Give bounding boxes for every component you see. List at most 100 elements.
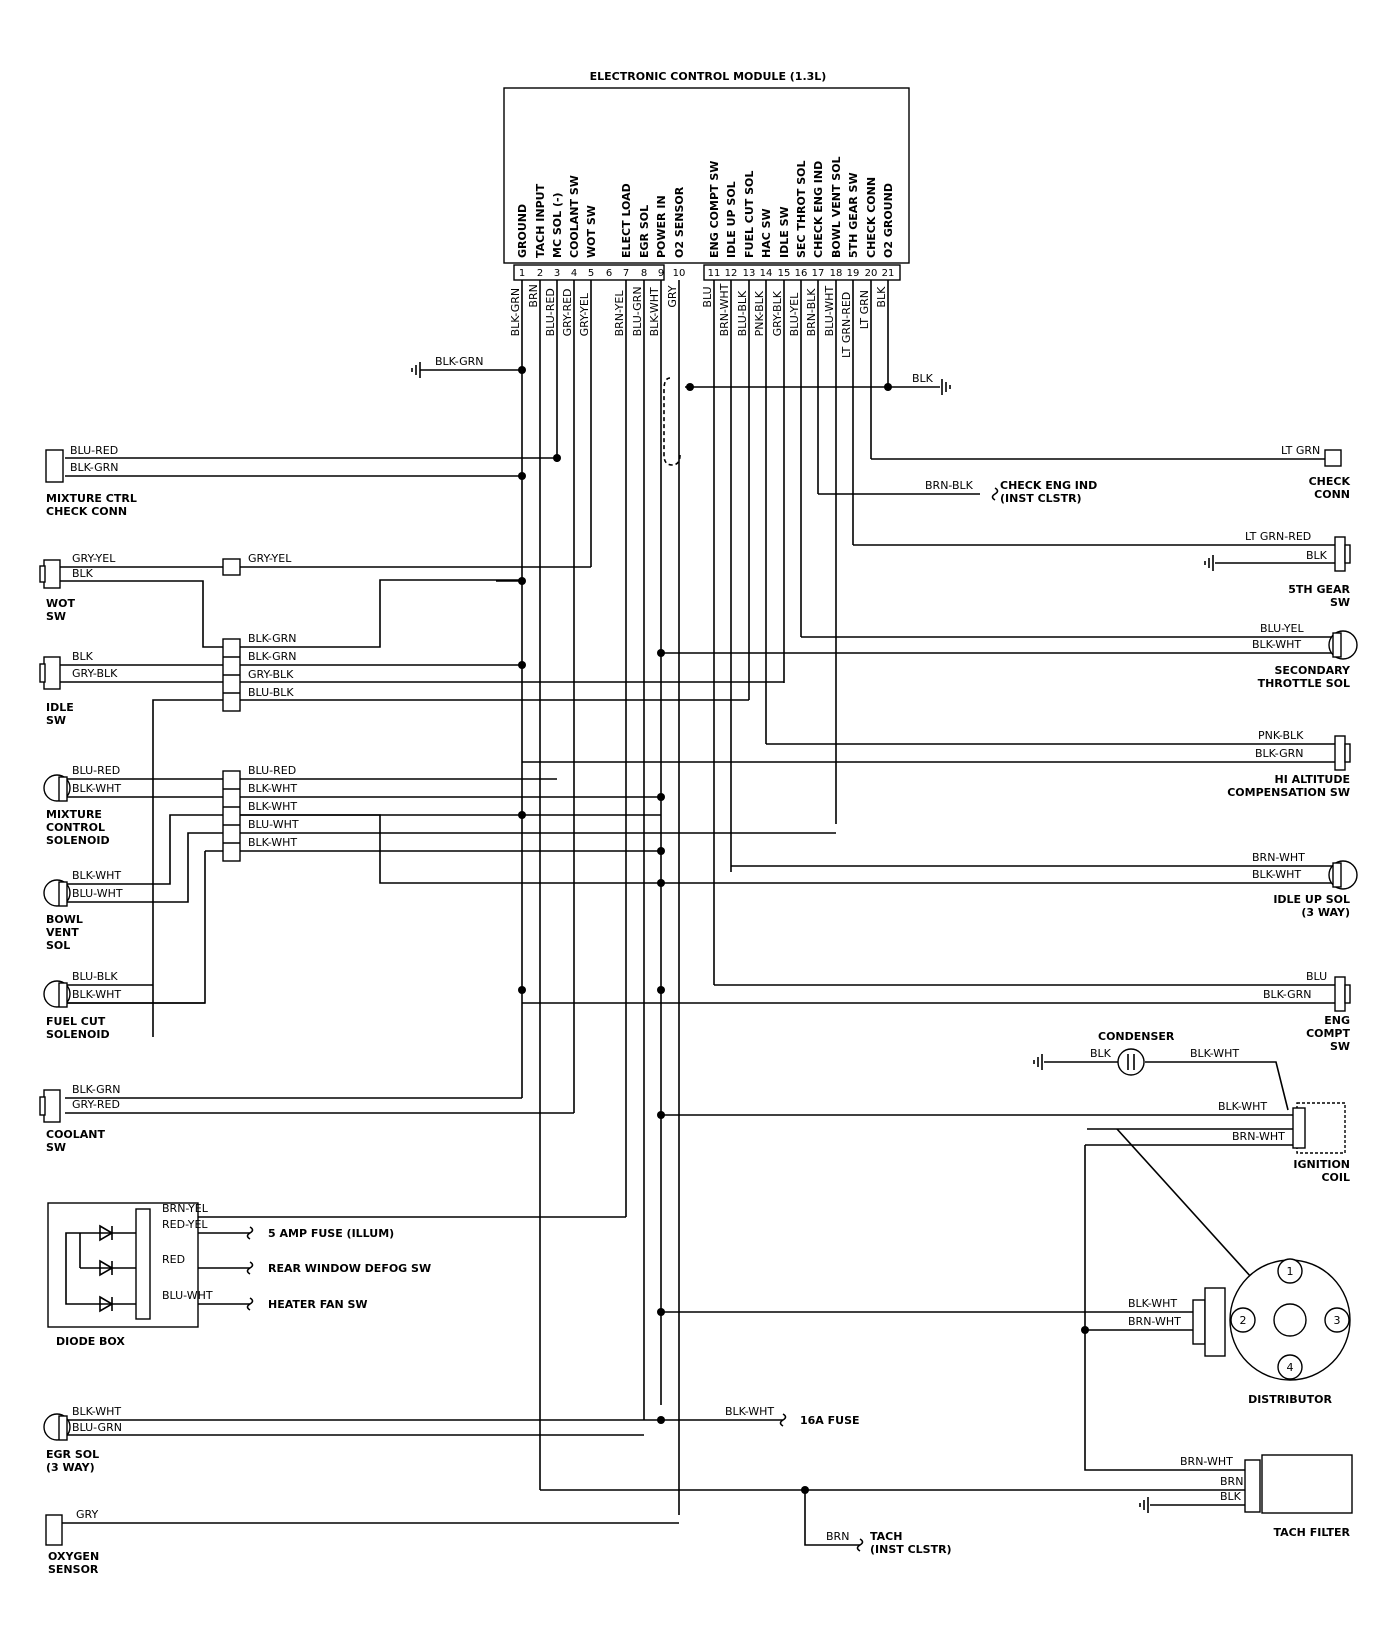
sec-w2: BLK-WHT: [1252, 638, 1301, 651]
ecm-pin-function: 5TH GEAR SW: [847, 172, 860, 258]
idleup-label2: (3 WAY): [1301, 906, 1350, 919]
ecm-pin-function: ELECT LOAD: [620, 183, 633, 258]
diode-w2: RED-YEL: [162, 1218, 208, 1231]
o2-label1: OXYGEN: [48, 1550, 99, 1563]
diode-t3: HEATER FAN SW: [268, 1298, 368, 1311]
engc-label1: ENG: [1324, 1014, 1350, 1027]
ecm-pin-wire-color: PNK-BLK: [753, 290, 766, 336]
gnd-top-left-label: BLK-GRN: [435, 355, 484, 368]
ecm-pin-wire-color: BLK-WHT: [648, 287, 661, 336]
wot-w2: BLK: [72, 567, 94, 580]
mix-check-label2: CHECK CONN: [46, 505, 127, 518]
ecm-pin-wire-color: BLK: [875, 286, 888, 308]
coil-label2: COIL: [1321, 1171, 1350, 1184]
ecm-pin-function: FUEL CUT SOL: [743, 171, 756, 258]
tach-squiggle: [856, 1538, 864, 1552]
sec-w1: BLU-YEL: [1260, 622, 1305, 635]
wot-label1: WOT: [46, 597, 75, 610]
bowl-label3: SOL: [46, 939, 70, 952]
cond-w2: BLK-WHT: [1190, 1047, 1239, 1060]
ground-symbol-top-left: [411, 362, 421, 378]
j2-w2: BLK-WHT: [248, 782, 297, 795]
wires: [60, 280, 1335, 1546]
fuelcut-w1: BLU-BLK: [72, 970, 118, 983]
ecm-pin-number: 14: [760, 268, 773, 279]
ground-symbol-tach-filter: [1139, 1497, 1149, 1513]
tachf-w1: BRN-WHT: [1180, 1455, 1233, 1468]
ecm-pin-function: GROUND: [516, 204, 529, 258]
ecm-pin-number: 15: [778, 268, 791, 279]
ecm-pin-wire-color: GRY-BLK: [771, 290, 784, 336]
fuelcut-label2: SOLENOID: [46, 1028, 110, 1041]
coolant-w1: BLK-GRN: [72, 1083, 121, 1096]
ecm-connector-left: [513, 264, 665, 281]
mix-check-label1: MIXTURE CTRL: [46, 492, 137, 505]
coolant-label1: COOLANT: [46, 1128, 106, 1141]
tachf-label: TACH FILTER: [1273, 1526, 1350, 1539]
wot-mid: GRY-YEL: [248, 552, 292, 565]
coil-label1: IGNITION: [1293, 1158, 1350, 1171]
fuse-squiggle-2: [246, 1261, 254, 1275]
j2-w4: BLU-WHT: [248, 818, 299, 831]
idle-w2: GRY-BLK: [72, 667, 118, 680]
ecm-pin-function: WOT SW: [585, 205, 598, 258]
ecm-pin-function: ENG COMPT SW: [708, 161, 721, 258]
coolant-label2: SW: [46, 1141, 66, 1154]
ecm-pin-function: O2 SENSOR: [673, 186, 686, 258]
engc-label3: SW: [1330, 1040, 1350, 1053]
j1-w2: BLK-GRN: [248, 650, 297, 663]
ecm-pin-wire-color: LT GRN: [858, 290, 871, 329]
ecm-pin-number: 2: [537, 268, 543, 279]
ecm-pin-number: 6: [606, 268, 612, 279]
fuse16-text: 16A FUSE: [800, 1414, 860, 1427]
j1-w3: GRY-BLK: [248, 668, 294, 681]
egr-w2: BLU-GRN: [72, 1421, 122, 1434]
ecm-pin-number: 9: [658, 268, 664, 279]
dist-n2: 2: [1240, 1314, 1247, 1327]
gear5-label1: 5TH GEAR: [1288, 583, 1350, 596]
idleup-w2: BLK-WHT: [1252, 868, 1301, 881]
diode-t1: 5 AMP FUSE (ILLUM): [268, 1227, 394, 1240]
idle-label2: SW: [46, 714, 66, 727]
bowl-w1: BLK-WHT: [72, 869, 121, 882]
fuse16-squiggle: [779, 1413, 787, 1427]
ecm-pin-function: IDLE UP SOL: [725, 181, 738, 258]
ecm-pin-number: 1: [519, 268, 525, 279]
ecm-pin-number: 21: [882, 268, 895, 279]
ecm-pin-wire-color: BLU-YEL: [788, 292, 801, 337]
dist-n3: 3: [1334, 1314, 1341, 1327]
ecm-pin-wire-color: GRY-RED: [561, 288, 574, 336]
ecm-pin-number: 8: [641, 268, 647, 279]
ecm-pin-wire-color: BLK-GRN: [509, 288, 522, 337]
engc-label2: COMPT: [1306, 1027, 1350, 1040]
gear5-w2: BLK: [1306, 549, 1328, 562]
ecm-pin-wire-color: BRN-BLK: [805, 288, 818, 337]
check-conn-label1: CHECK: [1309, 475, 1351, 488]
dist-w1: BLK-WHT: [1128, 1297, 1177, 1310]
ecm-pin-number: 5: [588, 268, 594, 279]
bowl-w2: BLU-WHT: [72, 887, 123, 900]
ecm-title: ELECTRONIC CONTROL MODULE (1.3L): [590, 70, 827, 83]
tachf-w2: BRN: [1220, 1475, 1243, 1488]
ecm-pin-number: 18: [830, 268, 843, 279]
j2-w3: BLK-WHT: [248, 800, 297, 813]
chk-eng-squiggle: [991, 487, 999, 501]
ground-symbol-condenser: [1033, 1054, 1043, 1070]
o2-label2: SENSOR: [48, 1563, 99, 1576]
chk-eng-text2: (INST CLSTR): [1000, 492, 1082, 505]
cond-label: CONDENSER: [1098, 1030, 1175, 1043]
cond-w1: BLK: [1090, 1047, 1112, 1060]
tach-wire: BRN: [826, 1530, 849, 1543]
mixsol-label3: SOLENOID: [46, 834, 110, 847]
ecm-pin-wire-color: BLU-GRN: [631, 286, 644, 336]
j2-w5: BLK-WHT: [248, 836, 297, 849]
ecm-pin-number: 4: [571, 268, 577, 279]
ecm-pin-function: CHECK CONN: [865, 177, 878, 258]
mixsol-w2: BLK-WHT: [72, 782, 121, 795]
diode-w4: BLU-WHT: [162, 1289, 213, 1302]
ecm-pin-wire-color: BLU-BLK: [736, 290, 749, 336]
ecm-pin-function: HAC SW: [760, 208, 773, 258]
ecm-pin-number: 3: [554, 268, 560, 279]
